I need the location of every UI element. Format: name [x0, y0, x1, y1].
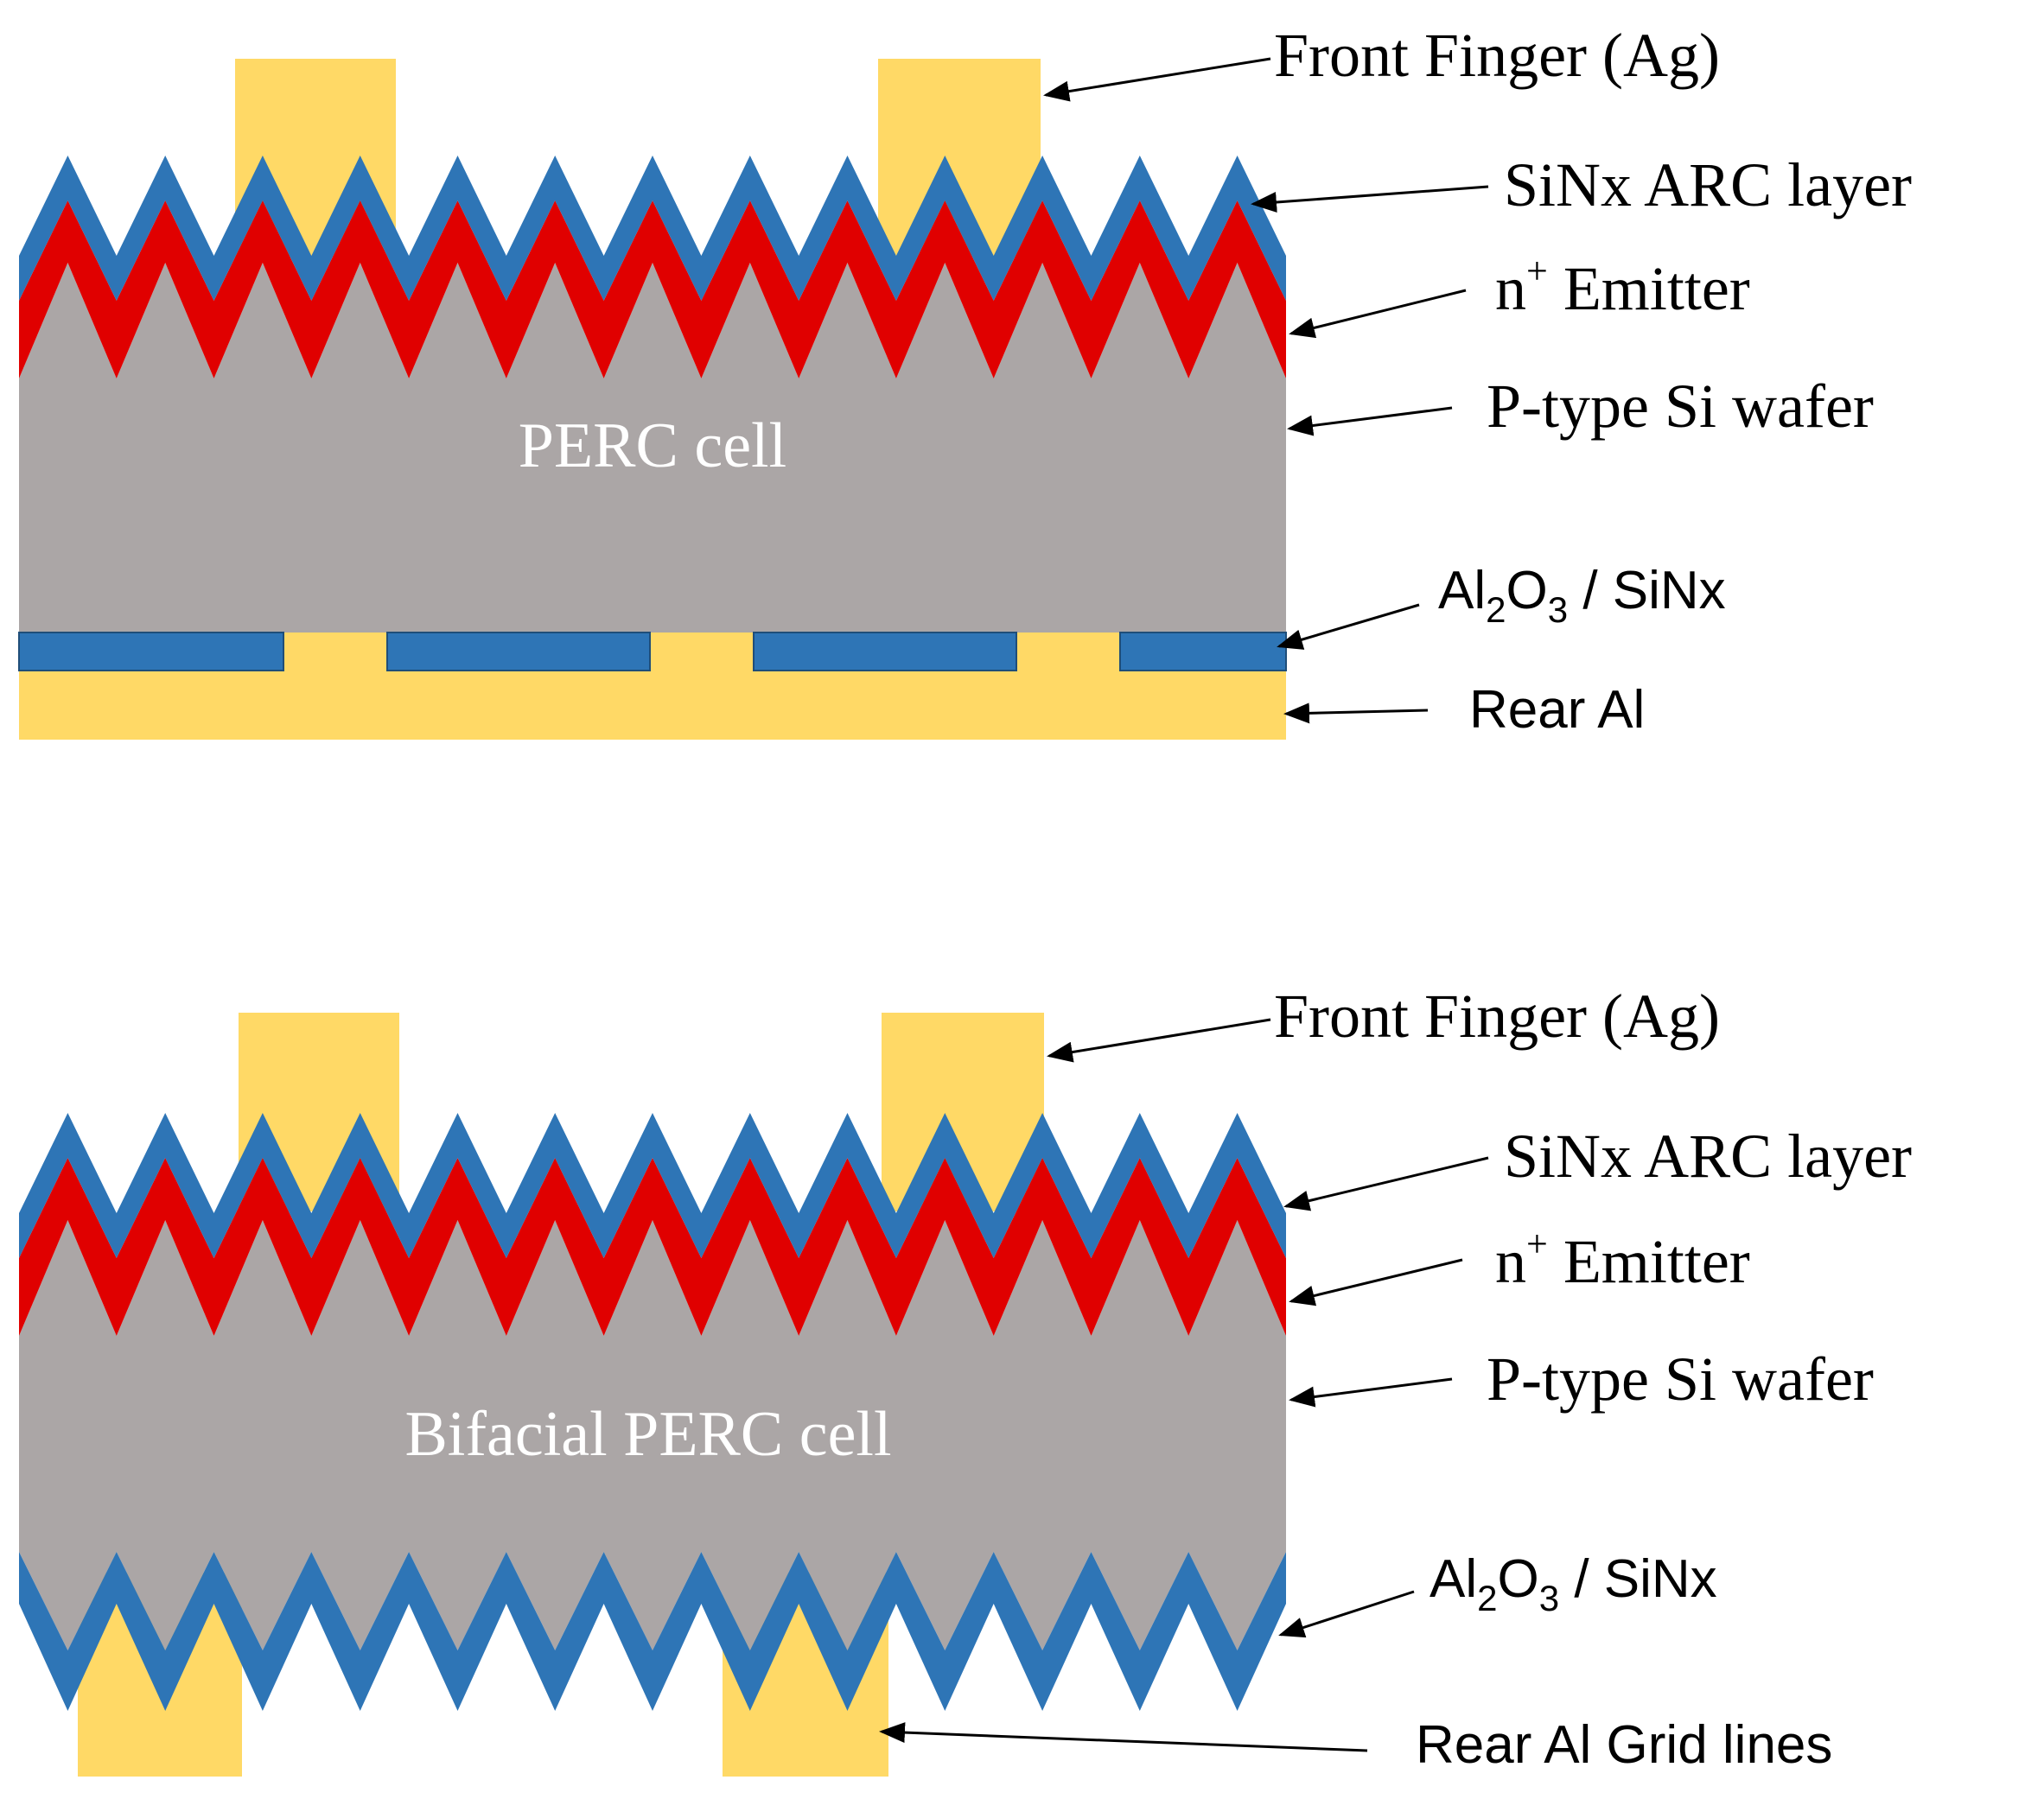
arc-label: SiNx ARC layer: [1504, 1122, 1912, 1191]
emitter-arrow: [1289, 289, 1467, 339]
wafer-arrow: [1289, 1377, 1453, 1408]
front-finger-arrow: [1043, 57, 1271, 102]
cell-label: PERC cell: [519, 410, 786, 481]
wafer-body: [19, 1220, 1286, 1650]
emitter-label: n+ Emitter: [1495, 250, 1750, 323]
wafer-label: P-type Si wafer: [1487, 1344, 1874, 1414]
front-finger-arrow: [1047, 1018, 1271, 1063]
wafer-label: P-type Si wafer: [1487, 372, 1874, 441]
rear-arrow: [879, 1722, 1368, 1752]
arc-layer: [19, 156, 1286, 301]
passivation-arrow: [1277, 603, 1420, 650]
emitter-layer: [19, 200, 1286, 378]
passivation-arrow: [1278, 1590, 1415, 1638]
arc-layer: [19, 1113, 1286, 1258]
passivation-segment: [1119, 632, 1287, 671]
wafer-arrow: [1287, 406, 1453, 436]
emitter-arrow: [1289, 1258, 1463, 1306]
passivation-label: Al2O3 / SiNx: [1438, 561, 1726, 630]
arc-label: SiNx ARC layer: [1504, 150, 1912, 219]
wafer-body: [19, 263, 1286, 633]
passivation-label: Al2O3 / SiNx: [1430, 1549, 1717, 1618]
arc-arrow: [1251, 185, 1489, 213]
front-finger-label: Front Finger (Ag): [1274, 21, 1720, 90]
rear-passivation-layer: [19, 1552, 1286, 1711]
rear-arrow: [1283, 702, 1429, 724]
emitter-label: n+ Emitter: [1495, 1223, 1750, 1296]
front-finger-label: Front Finger (Ag): [1274, 982, 1720, 1051]
rear-label: Rear Al: [1469, 680, 1645, 740]
emitter-layer: [19, 1158, 1286, 1336]
perc-cell-panel: PERC cell Front Finger (Ag) SiNx ARC lay…: [18, 21, 1912, 740]
rear-label: Rear Al Grid lines: [1416, 1715, 1832, 1775]
passivation-segment: [18, 632, 284, 671]
passivation-segment: [753, 632, 1017, 671]
bifacial-perc-cell-panel: Bifacial PERC cell Front Finger (Ag) SiN…: [19, 982, 1912, 1777]
cell-label: Bifacial PERC cell: [404, 1399, 891, 1470]
passivation-segment: [386, 632, 651, 671]
arc-arrow: [1283, 1156, 1489, 1211]
